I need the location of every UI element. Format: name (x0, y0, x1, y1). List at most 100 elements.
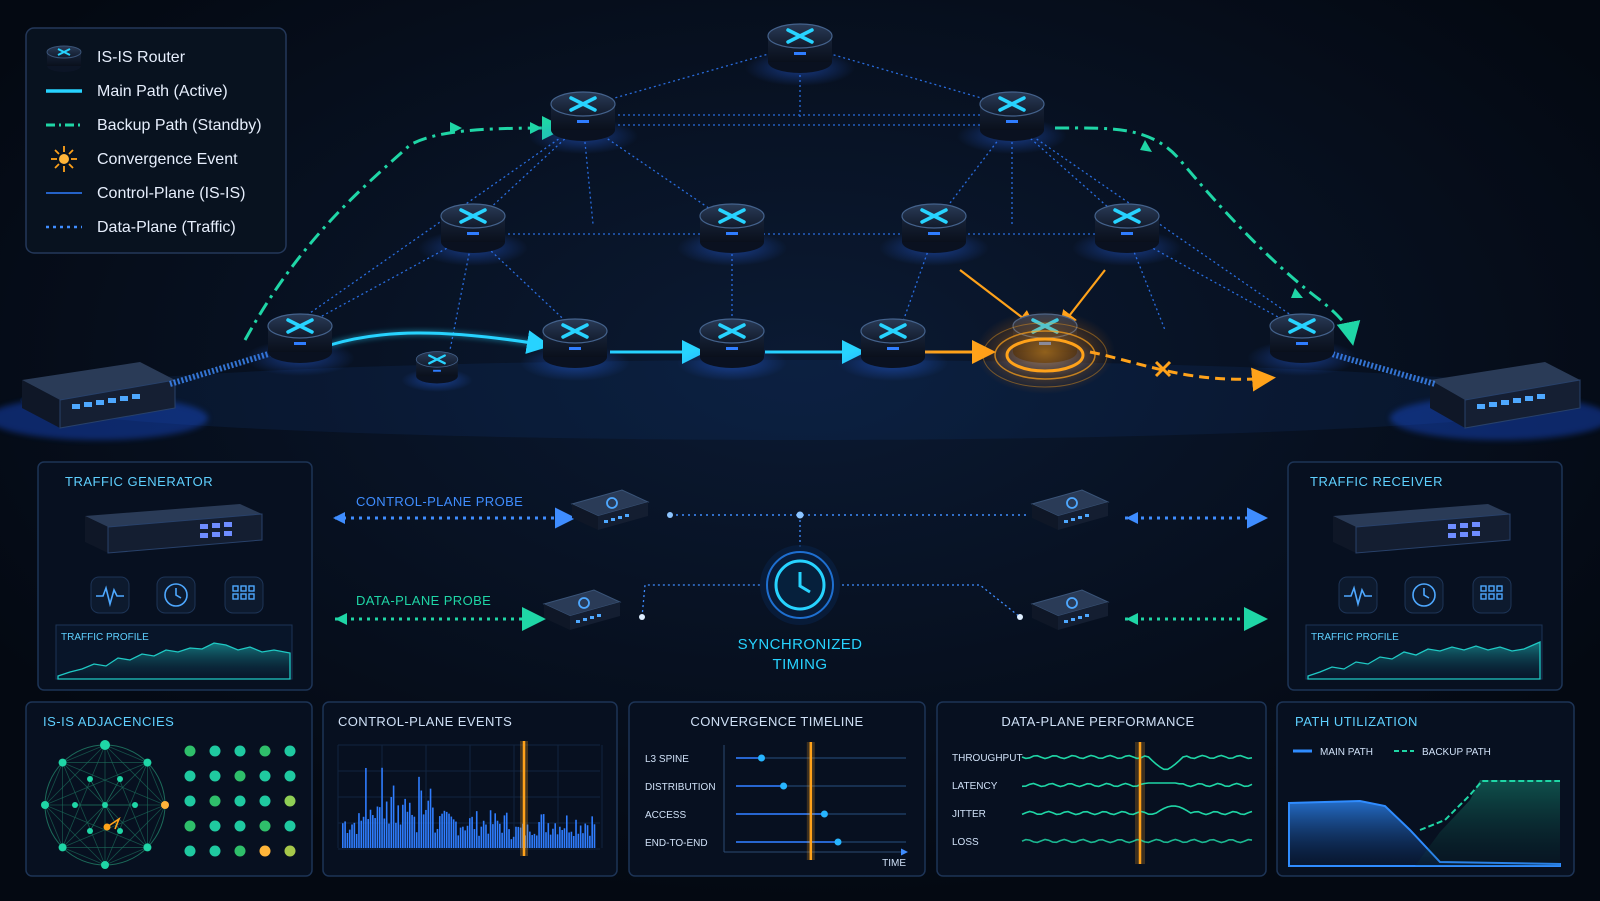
convergence-timeline-title: CONVERGENCE TIMELINE (690, 714, 863, 729)
isis-router (677, 203, 787, 266)
isis-router (957, 91, 1067, 154)
data-plane-probe-label: DATA-PLANE PROBE (356, 593, 491, 608)
isis-router (745, 23, 855, 86)
performance-line (1021, 805, 1253, 816)
event-bar (397, 805, 400, 848)
magnifier-icon (1066, 497, 1078, 509)
legend-label-convergence: Convergence Event (97, 151, 238, 168)
performance-row-label: JITTER (952, 809, 986, 820)
adjacency-node (102, 802, 108, 808)
edge-device-left (0, 349, 276, 440)
adjacency-status-dot (184, 820, 196, 832)
backup-path-utilization-area (1289, 780, 1560, 866)
event-bar (429, 788, 432, 848)
event-bar (499, 823, 501, 848)
event-bar (589, 835, 591, 848)
event-bar (411, 814, 413, 848)
event-bar (591, 816, 593, 848)
event-bar (434, 832, 436, 848)
legend-label-data-plane: Data-Plane (Traffic) (97, 219, 236, 236)
performance-line (1021, 838, 1253, 844)
probe-device (1030, 589, 1110, 630)
timeline-row-label: END-TO-END (645, 838, 708, 849)
router-layer (245, 23, 1357, 392)
event-bar (508, 829, 510, 848)
event-bar (584, 823, 587, 848)
event-bar (443, 810, 446, 848)
event-bar (355, 833, 358, 848)
adjacency-status-dot (234, 845, 246, 857)
event-bar (487, 833, 490, 848)
event-bar (395, 822, 397, 848)
adjacency-status-dot (209, 845, 221, 857)
control-plane-events-panel: CONTROL-PLANE EVENTS (322, 701, 618, 877)
data-plane-performance-title: DATA-PLANE PERFORMANCE (1001, 714, 1194, 729)
adjacency-status-dot (234, 745, 246, 757)
adjacency-status-dot (234, 770, 246, 782)
adjacency-status-dot (259, 795, 271, 807)
adjacency-status-dot (184, 845, 196, 857)
event-bar (388, 823, 390, 848)
event-bar (503, 815, 506, 848)
event-bar (510, 839, 513, 848)
isis-router (520, 318, 630, 381)
event-bar (362, 816, 365, 848)
event-bar (381, 767, 383, 848)
isis-router (1247, 313, 1357, 376)
adjacency-status-dot (259, 820, 271, 832)
probe-device (1030, 489, 1110, 530)
timeline-row-label: L3 SPINE (645, 754, 689, 765)
event-bar (365, 767, 367, 848)
adjacency-status-dot (284, 845, 296, 857)
performance-line (1021, 782, 1253, 788)
floor-glow (20, 360, 1580, 440)
legend-label-main-path: Main Path (Active) (97, 83, 228, 100)
utilization-legend-backup: BACKUP PATH (1422, 747, 1491, 758)
event-bar (420, 790, 423, 848)
adjacency-status-dot (284, 745, 296, 757)
clock-icon (156, 576, 196, 614)
event-bar (496, 820, 499, 848)
event-bar (535, 835, 538, 848)
event-bar (561, 830, 563, 848)
adjacency-status-dot (259, 845, 271, 857)
traffic-generator-title: TRAFFIC GENERATOR (65, 474, 213, 489)
event-bar (450, 816, 453, 848)
adjacency-status-dot (284, 770, 296, 782)
isis-router (838, 318, 948, 381)
event-bar (469, 818, 471, 848)
adjacency-node (132, 802, 138, 808)
event-bar (457, 835, 460, 848)
event-bar (572, 835, 575, 848)
backup-path (243, 116, 566, 341)
timeline-point (834, 838, 842, 846)
event-bar (547, 823, 550, 848)
event-bar (374, 818, 376, 848)
adjacency-node (101, 861, 109, 869)
isis-router (879, 203, 989, 266)
adjacency-status-dot (259, 745, 271, 757)
traffic-generator-panel: TRAFFIC GENERATOR TRAFFIC PROFILE (37, 461, 313, 691)
adjacency-status-dot (184, 745, 196, 757)
path-utilization-panel: PATH UTILIZATION MAIN PATH BACKUP PATH (1276, 701, 1575, 877)
adjacency-node (117, 776, 123, 783)
performance-line (1021, 754, 1253, 771)
event-bar (563, 828, 566, 848)
adjacency-node (117, 827, 123, 834)
adjacency-graph (41, 740, 169, 869)
timeline-axis-label: TIME (882, 858, 906, 869)
isis-router (1072, 203, 1182, 266)
event-bar (473, 829, 476, 848)
starburst-icon (51, 146, 77, 172)
event-bar (462, 826, 464, 848)
event-bar (489, 810, 492, 848)
event-bar (390, 797, 393, 848)
event-bar (471, 816, 473, 848)
adjacency-node (72, 802, 78, 808)
router-icon (46, 45, 82, 72)
event-bar (554, 823, 557, 848)
legend-label-control-plane: Control-Plane (IS-IS) (97, 185, 246, 202)
control-plane-events-title: CONTROL-PLANE EVENTS (338, 714, 512, 729)
adjacency-node (87, 827, 93, 834)
event-bar (385, 801, 388, 848)
